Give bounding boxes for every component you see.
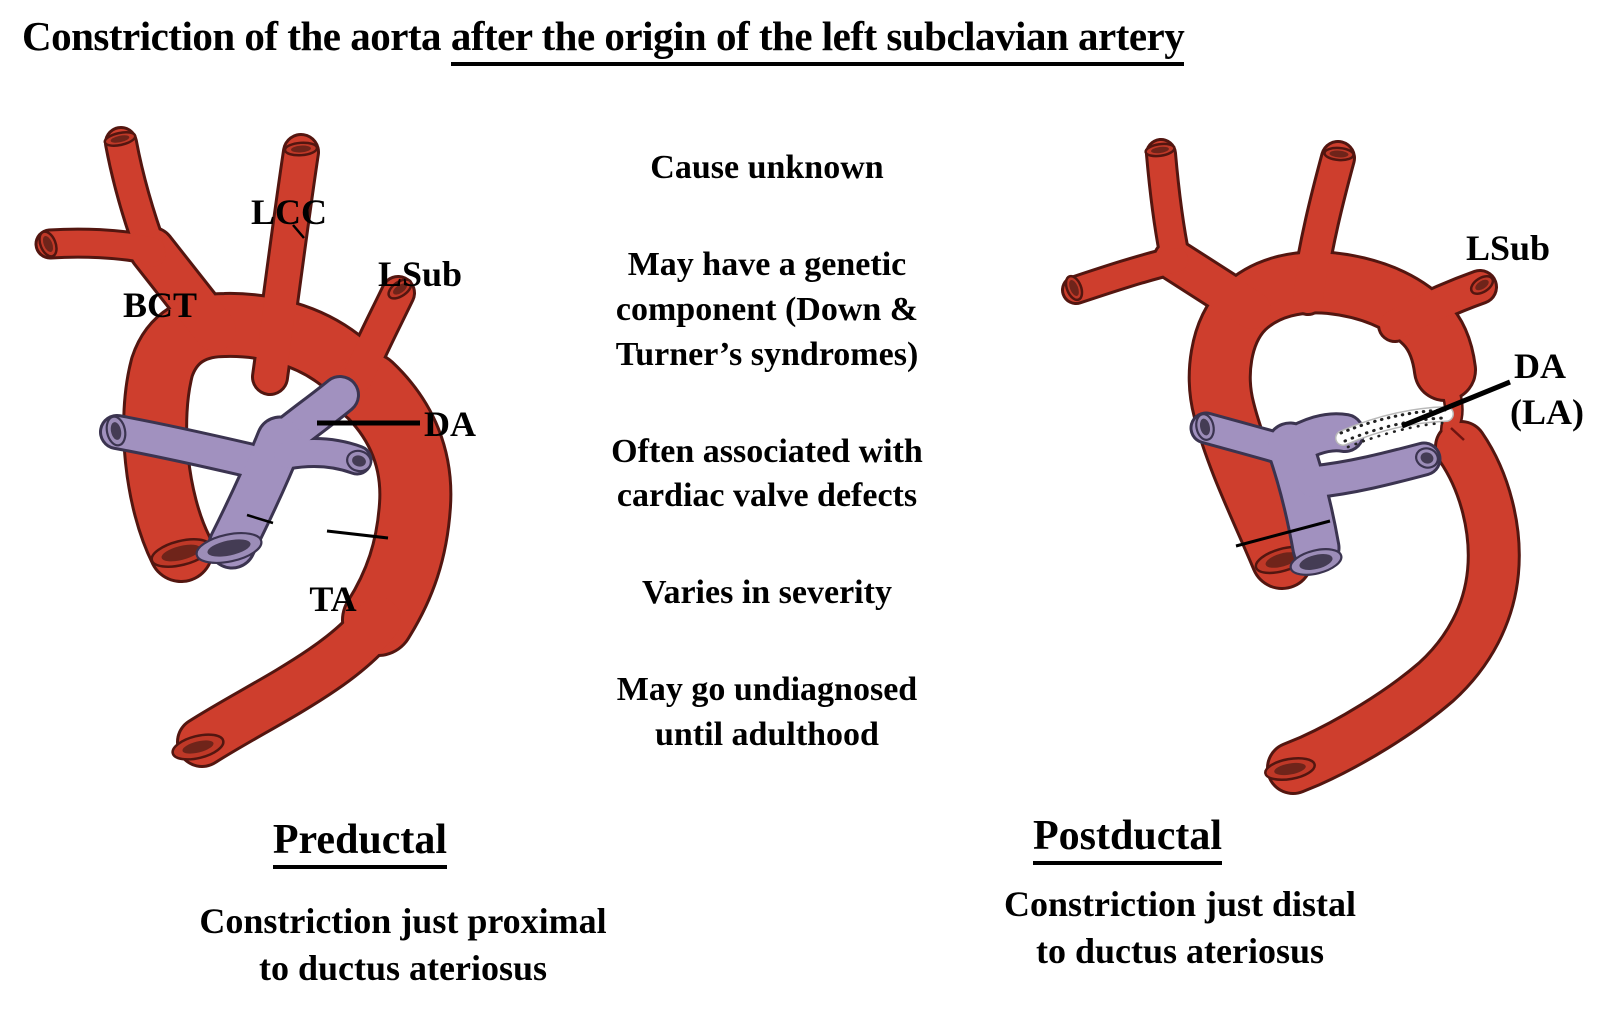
title-plain: Constriction of the aorta (22, 13, 451, 59)
lcc-artery (254, 136, 317, 393)
caption-line: to ductus ateriosus (1035, 930, 1325, 971)
label-lsub: LSub (1466, 228, 1550, 268)
fact-line: component (Down & (615, 290, 919, 328)
bct-upper-lumen (1151, 146, 1169, 154)
fact-undiagnosed: May go undiagnosed until adulthood (563, 668, 971, 758)
right-pa-lumen (1420, 452, 1434, 464)
pulmonary-trunk-lumen (207, 539, 251, 557)
aorta (37, 129, 450, 765)
annotation-marks (246, 224, 420, 540)
right-diagram-labels: LSub DA (LA) (1466, 228, 1584, 432)
fact-line: May have a genetic (627, 245, 907, 283)
preductal-heading: Preductal (170, 816, 550, 869)
left-pa (102, 417, 263, 475)
fact-line: cardiac valve defects (616, 477, 918, 515)
lcc-lumen (291, 145, 311, 153)
label-la: (LA) (1510, 392, 1584, 432)
fact-severity: Varies in severity (563, 571, 971, 616)
bct-upper-branch (1148, 141, 1189, 275)
fact-cause: Cause unknown (563, 146, 971, 191)
bct-left-branch (37, 230, 165, 263)
pulmonary-cut-ends (1195, 413, 1439, 576)
pulmonary-cut-ends (105, 415, 372, 564)
postductal-heading-text: Postductal (1033, 813, 1222, 865)
waist-tick (1450, 427, 1465, 441)
annotation-marks (1235, 379, 1511, 548)
trunk-pointer-line (1235, 519, 1331, 548)
lcc-pointer-line (292, 224, 305, 239)
fact-line: Often associated with (611, 432, 923, 470)
fact-line: May go undiagnosed (616, 671, 918, 709)
descending-aorta-upper (334, 354, 450, 654)
lcc-lumen (1329, 150, 1349, 158)
preductal-diagram: LCC LSub BCT DA TA (34, 126, 476, 768)
descending-aorta-lower (179, 597, 401, 765)
fact-line: until adulthood (655, 716, 879, 753)
aortic-root-lumen (1265, 552, 1299, 568)
fact-line: Varies in severity (642, 574, 892, 612)
postductal-heading: Postductal (940, 812, 1315, 865)
lsub-lumen (1475, 279, 1489, 291)
aorta-cut-ends (38, 131, 413, 761)
lcc-artery (1293, 143, 1353, 313)
aortic-root-lumen (161, 544, 201, 562)
caption-line: Constriction just distal (1003, 884, 1357, 924)
caption-line: to ductus ateriosus (258, 947, 548, 988)
constriction-tick-pulmonary (246, 513, 274, 525)
pulmonary-trunk-lumen (1299, 554, 1333, 570)
descending-aorta-lumen (182, 740, 214, 754)
descending-aorta-lumen (1274, 762, 1306, 776)
label-ta: TA (309, 579, 356, 619)
fact-genetic: May have a genetic component (Down & Turne… (563, 243, 971, 378)
bct-left-branch (1064, 248, 1188, 302)
right-pa (1297, 444, 1439, 497)
label-bct: BCT (123, 285, 197, 325)
facts-list: Cause unknown May have a genetic componen… (563, 146, 971, 810)
right-pa-lumen (352, 455, 366, 467)
preductal-heading-text: Preductal (272, 817, 448, 869)
lsub-artery (343, 278, 413, 392)
la-cord-dots-3 (1346, 421, 1444, 449)
preductal-caption: Constriction just proximal to ductus ater… (148, 898, 658, 992)
label-lcc: LCC (251, 192, 327, 232)
bct-left-lumen (42, 235, 54, 253)
bct-trunk (131, 229, 236, 351)
postductal-caption: Constriction just distal to ductus aterio… (930, 881, 1430, 975)
label-da: DA (1514, 346, 1566, 386)
la-cord-dots-2 (1343, 416, 1446, 443)
label-da: DA (424, 404, 476, 444)
fact-valve: Often associated with cardiac valve defec… (563, 430, 971, 520)
left-pa-lumen (1199, 418, 1211, 436)
bct-left-lumen (1069, 279, 1079, 297)
label-lsub: LSub (378, 254, 462, 294)
la-cord-dots-1 (1339, 408, 1447, 435)
descending-aorta (1269, 423, 1518, 792)
da-la-leader-line (1401, 379, 1511, 429)
bct-upper-lumen (110, 135, 130, 143)
pulmonary-trunk (1268, 424, 1338, 570)
fact-line: Turner’s syndromes) (615, 335, 919, 373)
fact-line: Cause unknown (650, 149, 884, 186)
title-underlined: after the origin of the left subclavian … (450, 13, 1185, 66)
left-pa-lumen (110, 422, 122, 440)
postductal-diagram: LSub DA (LA) (1061, 138, 1584, 795)
caption-line: Constriction just proximal (199, 901, 607, 941)
page-title: Constriction of the aorta after the orig… (22, 12, 1185, 66)
lsub-lumen (393, 283, 407, 295)
constriction-tick-aorta (326, 529, 389, 540)
left-diagram-labels: LCC LSub BCT DA TA (123, 192, 476, 619)
